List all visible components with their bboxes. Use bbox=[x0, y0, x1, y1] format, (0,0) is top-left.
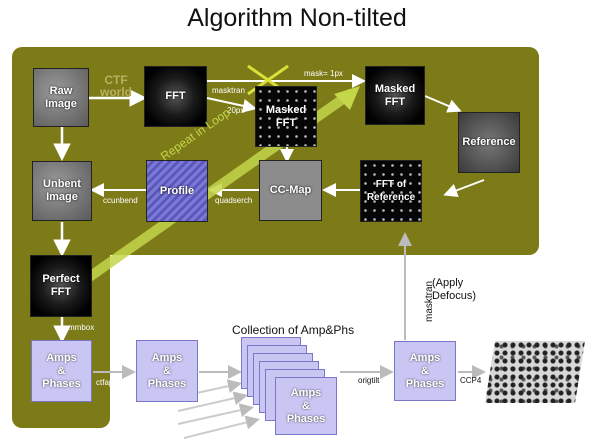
perfect-fft-label: Perfect FFT bbox=[42, 273, 80, 298]
amps-phases-box-2: Amps & Phases bbox=[136, 340, 198, 402]
fft-label: FFT bbox=[165, 90, 186, 102]
apply-defocus-label: (Apply Defocus) bbox=[432, 277, 477, 302]
mask1px-label: mask= 1px bbox=[304, 69, 343, 78]
cc-map-box: CC-Map bbox=[259, 160, 322, 221]
masktran-vertical-label: masktran bbox=[424, 280, 435, 322]
raw-image-label: Raw Image bbox=[45, 84, 77, 110]
unbent-image-box: Unbent Image bbox=[32, 161, 92, 221]
ccp4-label: CCP4 bbox=[460, 376, 482, 385]
masked-fft-large-box: Masked FFT bbox=[365, 66, 425, 125]
px20-label: 20px bbox=[227, 106, 245, 115]
amps-phases-merged-label: Amps & Phases bbox=[405, 351, 445, 390]
collection-label: Collection of Amp&Phs bbox=[232, 323, 355, 337]
fft-of-reference-box: FFT of Reference bbox=[360, 160, 422, 222]
amps-phases-merged-box: Amps & Phases bbox=[394, 341, 456, 401]
masktran-top-label: masktran bbox=[212, 86, 245, 95]
profile-label: Profile bbox=[159, 184, 195, 197]
ccp4-map-image bbox=[485, 341, 585, 403]
amps-phases-stack-label: Amps & Phases bbox=[286, 386, 326, 425]
quadserch-label: quadserch bbox=[215, 196, 253, 205]
fft-of-reference-label: FFT of Reference bbox=[366, 179, 416, 203]
reference-label: Reference bbox=[462, 136, 516, 148]
amps-phases-label-2: Amps & Phases bbox=[147, 351, 187, 390]
mmbox-label: mmbox bbox=[68, 323, 95, 332]
amps-phases-box-1: Amps & Phases bbox=[31, 340, 92, 402]
masked-fft-small-label: Masked FFT bbox=[265, 103, 307, 129]
profile-box: Profile bbox=[146, 160, 208, 222]
ctf-world-label: CTF world bbox=[100, 73, 132, 99]
stack-card-front: Amps & Phases bbox=[275, 377, 337, 435]
fft-box: FFT bbox=[144, 66, 207, 127]
page-title: Algorithm Non-tilted bbox=[187, 4, 407, 32]
reference-box: Reference bbox=[458, 112, 520, 173]
origtilt-label: origtilt bbox=[358, 376, 380, 385]
unbent-image-label: Unbent Image bbox=[43, 178, 81, 203]
ccunbend-label: ccunbend bbox=[103, 196, 138, 205]
perfect-fft-box: Perfect FFT bbox=[30, 255, 92, 317]
cc-map-label: CC-Map bbox=[269, 184, 312, 196]
masked-fft-large-label: Masked FFT bbox=[374, 82, 416, 108]
raw-image-box: Raw Image bbox=[33, 68, 89, 127]
masked-fft-small-box: Masked FFT bbox=[255, 86, 317, 147]
amps-phases-label-1: Amps & Phases bbox=[42, 351, 81, 390]
ctfapply-label: ctfapply bbox=[96, 378, 124, 387]
